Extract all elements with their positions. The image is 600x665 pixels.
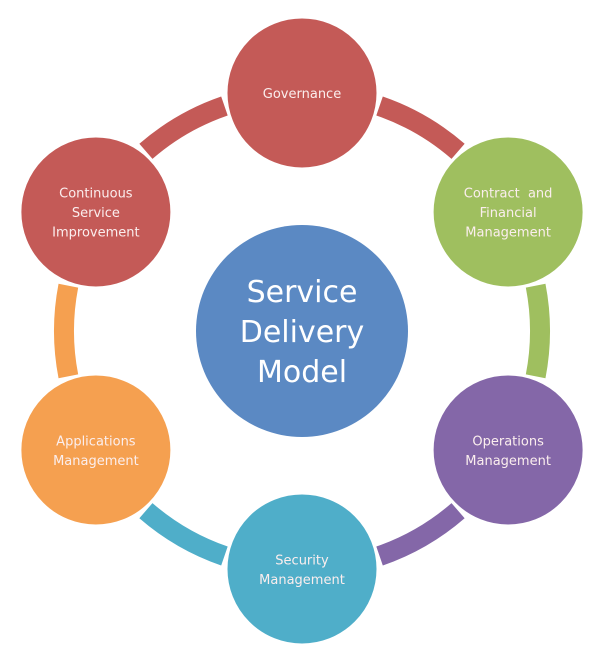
node-label: Continuous xyxy=(59,187,133,202)
node-label: Service xyxy=(72,206,120,221)
node-label: Management xyxy=(465,454,551,469)
node-label: Governance xyxy=(263,87,341,102)
node-label: Management xyxy=(259,573,345,588)
node-circle xyxy=(430,372,586,528)
connector-governance-to-contract-financial xyxy=(376,96,465,159)
node-circle xyxy=(430,134,586,290)
node-label: Improvement xyxy=(52,226,139,241)
node-label: Management xyxy=(465,226,551,241)
node-circle xyxy=(224,15,380,171)
connector-operations-to-security xyxy=(376,503,465,566)
node-label: Applications xyxy=(56,434,136,449)
hub-label: Service xyxy=(247,275,358,310)
node-label: Operations xyxy=(472,434,544,449)
node-circle xyxy=(18,134,174,290)
node-circle xyxy=(18,372,174,528)
node-label: Management xyxy=(53,454,139,469)
hub-label: Model xyxy=(257,355,347,390)
node-governance: Governance xyxy=(224,15,380,171)
connector-contract-financial-to-operations xyxy=(525,283,550,379)
node-circle xyxy=(224,491,380,647)
hub-label: Delivery xyxy=(240,315,365,350)
connector-continuous-improvement-to-governance xyxy=(139,96,228,159)
node-label: Security xyxy=(275,553,329,568)
node-label: Financial xyxy=(480,206,537,221)
hub-circle xyxy=(196,225,408,437)
connector-ring xyxy=(54,96,550,566)
connector-applications-to-continuous-improvement xyxy=(54,283,79,379)
node-label: Contract and xyxy=(464,187,553,202)
connector-security-to-applications xyxy=(139,503,228,566)
